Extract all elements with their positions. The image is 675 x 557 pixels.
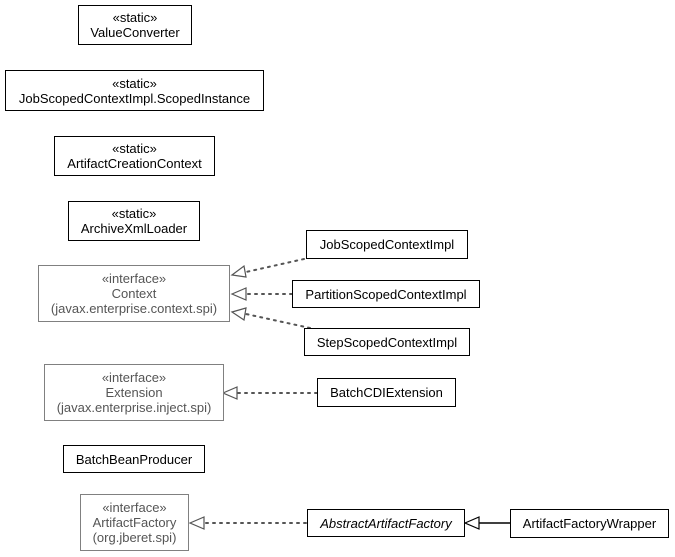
- stereotype-label: «interface»: [101, 271, 167, 286]
- arrowhead-partitionscoped: [230, 287, 247, 301]
- interface-extension[interactable]: «interface» Extension (javax.enterprise.…: [44, 364, 224, 421]
- class-name: ArtifactCreationContext: [67, 156, 202, 171]
- class-name: ValueConverter: [90, 25, 180, 40]
- class-name: ArchiveXmlLoader: [80, 221, 188, 236]
- arrowhead-jobscoped: [230, 264, 247, 278]
- package-label: (javax.enterprise.context.spi): [50, 301, 218, 316]
- class-scoped-instance[interactable]: «static» JobScopedContextImpl.ScopedInst…: [5, 70, 264, 111]
- edge-jobscoped-context: [245, 258, 305, 273]
- class-artifact-creation-context[interactable]: «static» ArtifactCreationContext: [54, 136, 215, 176]
- class-abstract-artifact-factory[interactable]: AbstractArtifactFactory: [307, 509, 465, 537]
- class-name: BatchCDIExtension: [330, 385, 443, 400]
- class-name: PartitionScopedContextImpl: [305, 286, 467, 302]
- arrowhead-batchcdi: [221, 386, 238, 400]
- class-partition-scoped-context-impl[interactable]: PartitionScopedContextImpl: [292, 280, 480, 308]
- stereotype-label: «static»: [112, 10, 158, 25]
- class-name: BatchBeanProducer: [75, 451, 193, 467]
- interface-name: Context: [111, 286, 157, 301]
- edge-stepscoped-context: [245, 313, 311, 329]
- stereotype-label: «static»: [111, 206, 157, 221]
- class-name: JobScopedContextImpl: [319, 237, 455, 252]
- arrowhead-stepscoped: [230, 307, 247, 322]
- class-name: StepScopedContextImpl: [316, 334, 458, 350]
- class-value-converter[interactable]: «static» ValueConverter: [78, 5, 192, 45]
- class-batch-cdi-extension[interactable]: BatchCDIExtension: [317, 378, 456, 407]
- interface-artifact-factory[interactable]: «interface» ArtifactFactory (org.jberet.…: [80, 494, 189, 551]
- class-batch-bean-producer[interactable]: BatchBeanProducer: [63, 445, 205, 473]
- class-name: ArtifactFactoryWrapper: [522, 516, 657, 531]
- class-job-scoped-context-impl[interactable]: JobScopedContextImpl: [306, 230, 468, 259]
- package-label: (org.jberet.spi): [92, 530, 177, 545]
- class-step-scoped-context-impl[interactable]: StepScopedContextImpl: [304, 328, 470, 356]
- package-label: (javax.enterprise.inject.spi): [56, 400, 212, 415]
- stereotype-label: «interface»: [101, 370, 167, 385]
- stereotype-label: «static»: [112, 141, 157, 156]
- interface-name: ArtifactFactory: [92, 515, 177, 530]
- class-name: JobScopedContextImpl.ScopedInstance: [18, 90, 251, 106]
- class-name: AbstractArtifactFactory: [320, 515, 452, 531]
- arrowhead-wrapper: [463, 516, 480, 530]
- stereotype-label: «static»: [112, 75, 157, 91]
- interface-name: Extension: [105, 385, 163, 400]
- class-archive-xml-loader[interactable]: «static» ArchiveXmlLoader: [68, 201, 200, 241]
- stereotype-label: «interface»: [102, 500, 167, 515]
- interface-context[interactable]: «interface» Context (javax.enterprise.co…: [38, 265, 230, 322]
- arrowhead-abstractfactory: [188, 516, 205, 530]
- class-artifact-factory-wrapper[interactable]: ArtifactFactoryWrapper: [510, 509, 669, 538]
